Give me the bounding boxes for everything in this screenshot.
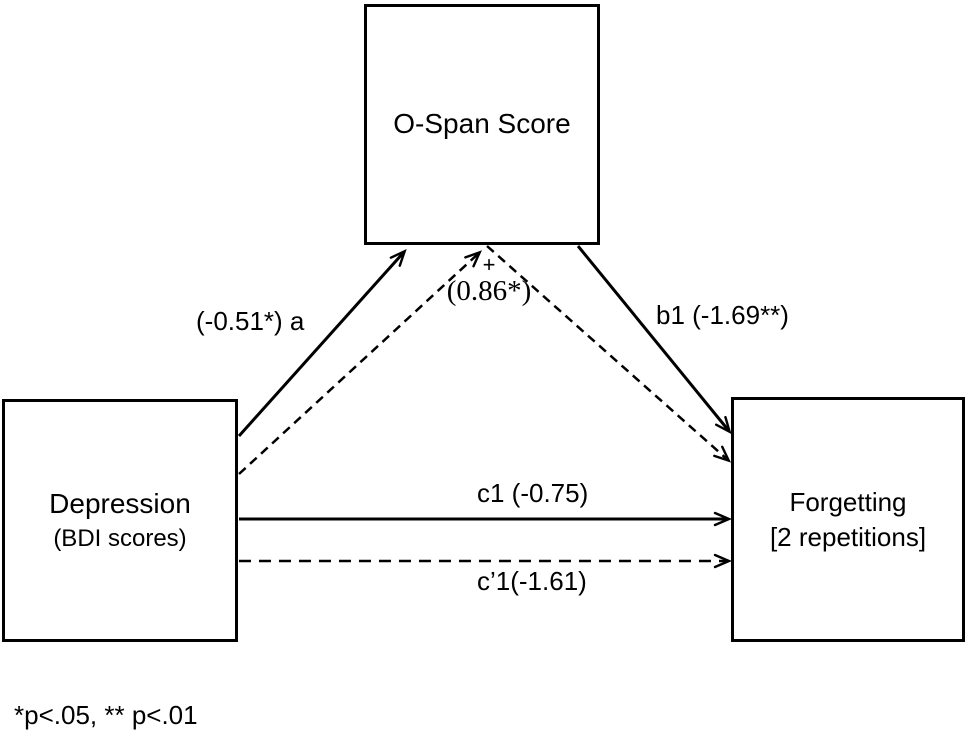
outcome-label: Forgetting xyxy=(789,487,907,518)
path-b-coefficient-label: b1 (-1.69**) xyxy=(656,300,789,330)
path-indirect-dashed-arrow-right xyxy=(486,245,732,463)
predictor-sublabel: (BDI scores) xyxy=(53,525,187,553)
outcome-sublabel: [2 repetitions] xyxy=(769,521,927,552)
outcome-box: Forgetting [2 repetitions] xyxy=(731,397,965,642)
path-a-coefficient-label: (-0.51*) a xyxy=(196,306,305,336)
path-b-solid-arrow xyxy=(576,245,732,435)
predictor-label: Depression xyxy=(49,488,191,520)
path-indirect-dashed-arrow-left xyxy=(238,250,482,475)
indirect-coefficient-value: (0.86*) xyxy=(446,275,532,307)
predictor-box: Depression (BDI scores) xyxy=(2,399,238,642)
path-c-prime-coefficient-label: c’1(-1.61) xyxy=(477,566,587,596)
path-c-coefficient-label: c1 (-0.75) xyxy=(477,478,589,508)
mediator-label: O-Span Score xyxy=(393,108,571,140)
path-indirect-coefficient-label: + (0.86*) xyxy=(430,254,548,308)
path-a-solid-arrow xyxy=(237,248,407,438)
significance-footnote: *p<.05, ** p<.01 xyxy=(14,700,198,730)
indirect-plus-sign: + xyxy=(482,252,496,277)
mediator-box: O-Span Score xyxy=(364,4,600,245)
